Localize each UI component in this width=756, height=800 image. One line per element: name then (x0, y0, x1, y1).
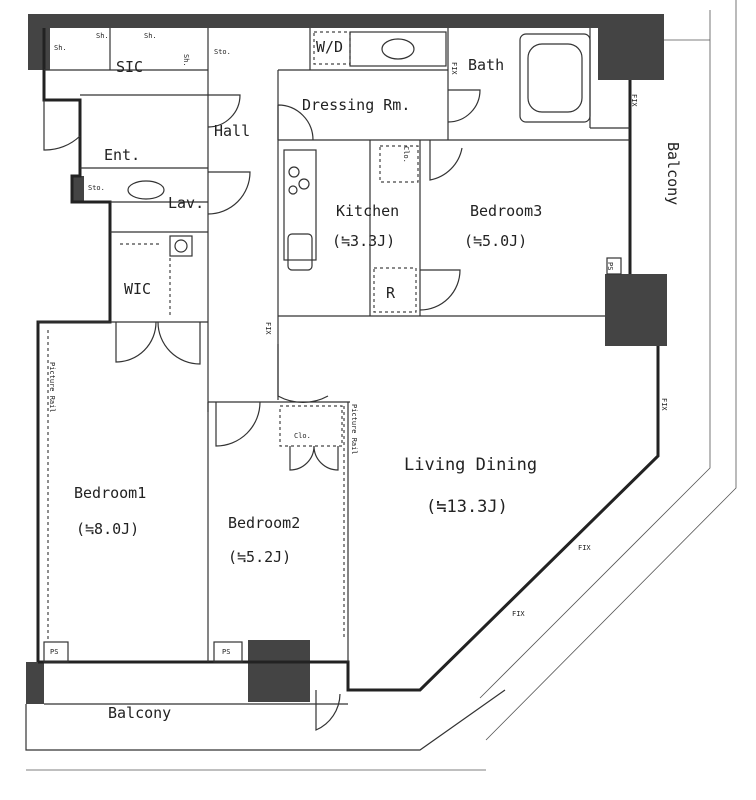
picture-rail-label-1: Picture Rail (48, 362, 56, 413)
storage-label-1: Sto. (214, 48, 231, 56)
lavatory-label: Lav. (168, 194, 204, 212)
fix-window-label-2: FIX (630, 94, 638, 107)
storage-label-2: Sto. (88, 184, 105, 192)
bath-label: Bath (468, 56, 504, 74)
fix-window-label-4: FIX (660, 398, 668, 411)
balcony-outlines (25, 0, 737, 771)
kitchen-size: (≒3.3J) (332, 232, 395, 250)
shelf-label-2: Sh. (96, 32, 109, 40)
structural-columns (26, 14, 667, 704)
dressing-room-label: Dressing Rm. (302, 96, 410, 114)
shelf-label-1: Sh. (54, 44, 67, 52)
south-balcony-label: Balcony (108, 704, 171, 722)
shelf-label-4: Sh. (182, 54, 190, 67)
bedroom2-size: (≒5.2J) (228, 548, 291, 566)
bedroom1-label: Bedroom1 (74, 484, 146, 502)
fix-window-label-3: FIX (264, 322, 272, 335)
pipe-space-label-2: PS (222, 648, 230, 656)
entrance-label: Ent. (104, 146, 140, 164)
bedroom1-size: (≒8.0J) (76, 520, 139, 538)
washer-dryer-label: W/D (316, 38, 343, 56)
bedroom3-size: (≒5.0J) (464, 232, 527, 250)
wic-label: WIC (124, 280, 151, 298)
fix-window-label-6: FIX (512, 610, 525, 618)
refrigerator-mark: R (386, 284, 396, 302)
picture-rail-label-2: Picture Rail (350, 404, 358, 455)
east-balcony-label: Balcony (664, 142, 682, 205)
sic-label: SIC (116, 58, 143, 76)
fix-window-label-5: FIX (578, 544, 591, 552)
bedroom2-label: Bedroom2 (228, 514, 300, 532)
kitchen-closet-label: Clo. (402, 146, 410, 163)
room-labels: Sh. Sh. Sh. Sh. SIC Sto. Sto. W/D Bath D… (48, 32, 682, 722)
bedroom2-closet-label: Clo. (294, 432, 311, 440)
hall-label: Hall (214, 122, 250, 140)
interior-walls (38, 28, 630, 662)
living-dining-size: (≒13.3J) (426, 497, 508, 517)
shelf-label-3: Sh. (144, 32, 157, 40)
bedroom3-label: Bedroom3 (470, 202, 542, 220)
living-dining-label: Living Dining (404, 455, 537, 475)
fix-window-label-1: FIX (450, 62, 458, 75)
doors (43, 89, 481, 731)
fixtures (43, 31, 622, 663)
pipe-space-label-1: PS (50, 648, 58, 656)
kitchen-label: Kitchen (336, 202, 399, 220)
pipe-space-label-3: PS (606, 262, 614, 270)
